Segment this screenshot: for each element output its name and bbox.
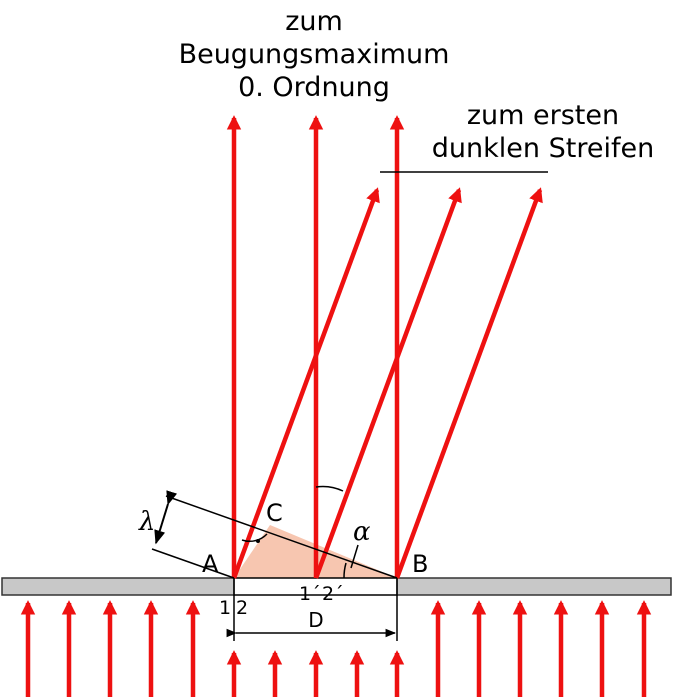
slanted-ray xyxy=(231,187,380,579)
ray-1-prime-label: 1´ xyxy=(299,583,321,605)
alpha-pointer xyxy=(350,544,359,569)
angle-arc-top xyxy=(315,485,344,492)
title-line-3: 0. Ordnung xyxy=(238,72,390,103)
slit-outline xyxy=(233,578,398,596)
point-a-label: A xyxy=(202,550,219,578)
first-minimum-rays xyxy=(231,187,543,579)
fringe-label-line-1: zum ersten xyxy=(467,100,619,131)
ray-2-prime-label: 2´ xyxy=(322,583,344,605)
angle-arc-alpha xyxy=(343,562,347,579)
ray-2-label: 2 xyxy=(236,597,248,619)
plate-right xyxy=(396,577,672,596)
right-angle-dot xyxy=(256,539,260,543)
point-b-label: B xyxy=(412,550,428,578)
zero-order-rays xyxy=(226,115,405,578)
slanted-ray xyxy=(394,187,543,579)
right-angle-mark xyxy=(241,533,268,543)
title-line-1: zum xyxy=(285,6,343,37)
plate-left xyxy=(1,577,235,596)
lambda-arrow xyxy=(154,490,178,545)
point-c-label: C xyxy=(266,499,283,527)
incoming-rays xyxy=(20,600,652,697)
wavefront-offset-line xyxy=(151,548,235,579)
ray-1-label: 1 xyxy=(219,597,231,619)
slanted-ray xyxy=(313,187,462,579)
wavefront-line xyxy=(165,495,398,579)
lambda-label: λ xyxy=(138,507,155,537)
fringe-label-line-2: dunklen Streifen xyxy=(432,133,654,164)
width-label: D xyxy=(308,608,323,632)
geometry-lines xyxy=(151,171,548,641)
alpha-label: α xyxy=(353,517,371,547)
title-line-2: Beugungsmaximum xyxy=(179,39,450,70)
